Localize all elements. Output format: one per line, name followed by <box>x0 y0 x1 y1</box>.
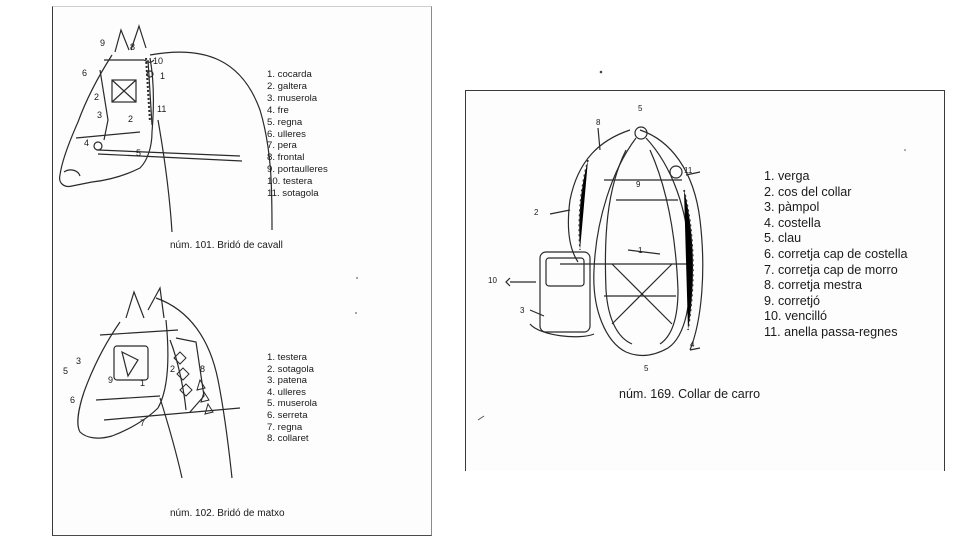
legend-item: 5. regna <box>267 116 303 128</box>
legend-item: 9. corretjó <box>764 293 820 308</box>
callout-label: 3 <box>97 110 103 120</box>
legend-item: 3. muserola <box>267 92 318 104</box>
callout-label: 2 <box>128 114 134 124</box>
callout-label: 10 <box>153 56 164 66</box>
legend-item: 10. vencilló <box>764 309 828 324</box>
legend-item: 4. fre <box>267 104 289 116</box>
parts-legend-102: 1. testera 2. sotagola 3. patena 4. ulle… <box>267 352 317 445</box>
legend-item: 10. testera <box>267 176 313 188</box>
callout-label: 5 <box>644 364 649 373</box>
callout-label: 3 <box>520 306 525 315</box>
callout-label: 3 <box>76 356 82 366</box>
callout-label: 9 <box>108 375 114 385</box>
callout-label: 6 <box>82 68 88 78</box>
legend-item: 4. costella <box>764 215 821 230</box>
legend-item: 5. muserola <box>267 398 318 410</box>
callout-label: 1 <box>160 71 166 81</box>
figure-caption-169: núm. 169. Collar de carro <box>619 387 761 401</box>
legend-item: 1. cocarda <box>267 69 312 80</box>
callout-label: 5 <box>63 366 69 376</box>
legend-item: 1. verga <box>764 169 810 183</box>
legend-item: 8. frontal <box>267 152 305 164</box>
legend-item: 4. ulleres <box>267 386 306 398</box>
legend-item: 7. pera <box>267 140 297 152</box>
legend-item: 11. sotagola <box>267 188 319 200</box>
callout-label: 8 <box>130 42 136 52</box>
callout-label: 8 <box>596 118 601 127</box>
left-page-scan <box>52 6 432 536</box>
callout-label: 11 <box>684 166 693 175</box>
callout-label: 1 <box>140 378 146 388</box>
callout-label: 9 <box>636 180 641 189</box>
callout-label: 6 <box>70 395 76 405</box>
callout-label: 9 <box>100 38 106 48</box>
callout-label: 4 <box>84 138 90 148</box>
legend-item: 7. regna <box>267 421 303 433</box>
callout-label: 2 <box>534 208 539 217</box>
figure-caption-101: núm. 101. Bridó de cavall <box>170 240 283 251</box>
callout-label: 5 <box>638 104 643 113</box>
legend-item: 2. galtera <box>267 80 308 92</box>
legend-item: 8. corretja mestra <box>764 278 862 293</box>
legend-item: 3. patena <box>267 375 308 387</box>
parts-legend-169: 1. verga 2. cos del collar 3. pàmpol 4. … <box>764 169 908 341</box>
callout-label: 7 <box>140 418 146 428</box>
legend-item: 6. serreta <box>267 409 308 421</box>
parts-legend-101: 1. cocarda 2. galtera 3. muserola 4. fre… <box>267 69 328 200</box>
legend-item: 11. anella passa-regnes <box>764 324 898 339</box>
legend-item: 6. corretja cap de costella <box>764 246 908 261</box>
legend-item: 2. sotagola <box>267 363 314 375</box>
figure-caption-102: núm. 102. Bridó de matxo <box>170 508 285 519</box>
legend-item: 8. collaret <box>267 433 309 445</box>
callout-label: 4 <box>690 340 695 349</box>
legend-item: 6. ulleres <box>267 128 306 140</box>
legend-item: 9. portaulleres <box>267 164 328 176</box>
legend-item: 1. testera <box>267 352 307 363</box>
legend-item: 3. pàmpol <box>764 200 820 215</box>
legend-item: 5. clau <box>764 231 802 246</box>
callout-label: 2 <box>170 364 176 374</box>
legend-item: 2. cos del collar <box>764 184 852 199</box>
callout-label: 2 <box>94 92 100 102</box>
callout-label: 11 <box>157 104 167 114</box>
callout-label: 8 <box>200 364 206 374</box>
callout-label: 10 <box>488 276 497 285</box>
callout-label: 1 <box>638 246 643 255</box>
callout-label: 5 <box>136 148 142 158</box>
right-page-scan <box>465 90 945 471</box>
legend-item: 7. corretja cap de morro <box>764 262 898 277</box>
